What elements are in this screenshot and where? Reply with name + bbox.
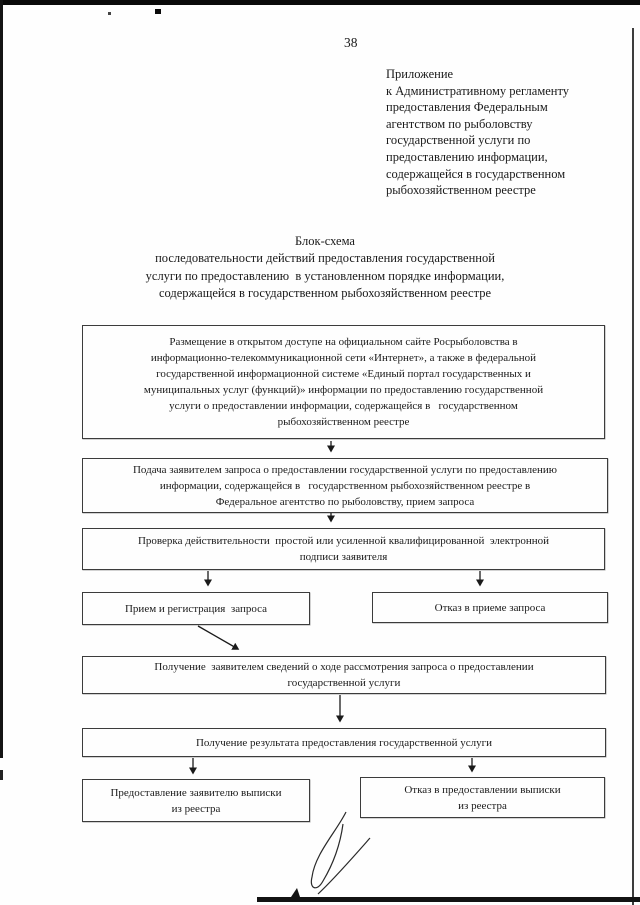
flow-box-submit-request-label: Подача заявителем запроса о предоставлен… [132, 463, 558, 508]
scan-line-left [0, 0, 3, 758]
handwritten-mark [310, 811, 371, 895]
appendix-reference: Приложение к Административному регламент… [386, 67, 570, 198]
flow-box-publish-info-label: Размещение в открытом доступе на официал… [143, 336, 544, 428]
handwritten-stroke [317, 837, 371, 895]
scan-line-bottom [257, 897, 640, 902]
flow-box-verify-signature-label: Проверка действительности простой или ус… [137, 535, 550, 563]
ink-speck [155, 9, 161, 14]
ink-speck [108, 12, 111, 15]
scan-edge-artifact-top [0, 0, 640, 5]
flow-box-request-progress-info-label: Получение заявителем сведений о ходе рас… [154, 661, 534, 689]
flow-box-provide-extract: Предоставление заявителю выписки из реес… [82, 779, 310, 822]
flow-box-provide-extract-label: Предоставление заявителю выписки из реес… [110, 786, 282, 815]
flow-box-verify-signature: Проверка действительности простой или ус… [82, 528, 605, 570]
flow-box-refuse-accept-request: Отказ в приеме запроса [372, 592, 608, 623]
flow-box-refuse-accept-request-label: Отказ в приеме запроса [434, 601, 546, 614]
flow-box-receive-result-label: Получение результата предоставления госу… [195, 736, 493, 749]
flow-box-accept-register-request: Прием и регистрация запроса [82, 592, 310, 625]
flow-box-refuse-extract: Отказ в предоставлении выписки из реестр… [360, 777, 605, 818]
flowchart-title: Блок-схема последовательности действий п… [145, 234, 505, 300]
flow-box-publish-info: Размещение в открытом доступе на официал… [82, 325, 605, 439]
flow-box-submit-request: Подача заявителем запроса о предоставлен… [82, 458, 608, 513]
arrow-accept-to-progress [197, 625, 240, 650]
flow-box-accept-register-request-label: Прием и регистрация запроса [124, 602, 268, 615]
flow-box-refuse-extract-label: Отказ в предоставлении выписки из реестр… [404, 783, 561, 812]
scan-speck-left [0, 770, 3, 780]
handwritten-stroke [310, 811, 347, 889]
page-number: 38 [344, 35, 358, 50]
flow-box-request-progress-info: Получение заявителем сведений о ходе рас… [82, 656, 606, 694]
scan-line-right [632, 28, 634, 905]
flow-box-receive-result: Получение результата предоставления госу… [82, 728, 606, 757]
scan-tick-artifact [291, 888, 300, 897]
